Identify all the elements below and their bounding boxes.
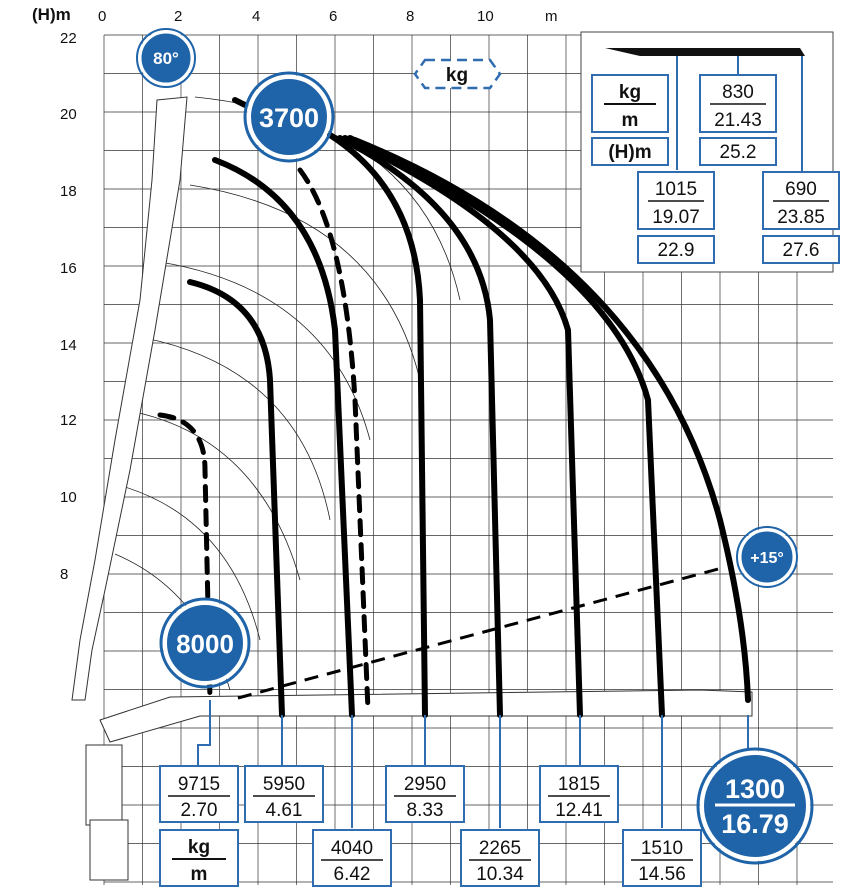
bottom-box-1510: 1510 14.56: [622, 829, 702, 887]
bottom-box-2265: 2265 10.34: [460, 829, 540, 887]
inset-boom-icon: [605, 48, 805, 56]
box-m: 2.70: [181, 800, 218, 821]
box-m: 14.56: [638, 864, 686, 885]
box-m: 4.61: [266, 800, 303, 821]
x-tick-2: 2: [174, 8, 182, 25]
box-m: 10.34: [476, 864, 524, 885]
load-curve-2_70: [157, 412, 213, 703]
inset-col1-h: 22.9: [658, 240, 695, 261]
unit-kg: kg: [188, 837, 210, 858]
max-reach-badge: 1300 16.79: [696, 747, 814, 865]
y-tick-20: 20: [60, 106, 77, 123]
bottom-box-4040: 4040 6.42: [312, 829, 392, 887]
bottom-box-5950: 5950 4.61: [244, 765, 324, 823]
box-kg: 2950: [404, 774, 446, 795]
inset-col3-m: 23.85: [777, 207, 825, 228]
x-tick-8: 8: [406, 8, 414, 25]
unit-legend-box: kg m: [159, 829, 239, 887]
bottom-box-2950: 2950 8.33: [385, 765, 465, 823]
y-tick-10: 10: [60, 489, 77, 506]
angle-15-text: +15°: [750, 550, 784, 567]
y-tick-8: 8: [60, 566, 68, 583]
min-angle-line: [237, 566, 723, 700]
x-tick-6: 6: [329, 8, 337, 25]
load-curve-6_42: [212, 157, 355, 718]
base-load-badge: 8000: [159, 597, 251, 689]
bottom-box-9715: 9715 2.70: [159, 765, 239, 823]
load-curve-12_41: [342, 135, 583, 718]
box-kg: 2265: [479, 838, 521, 859]
inset-unit-m: m: [622, 110, 639, 131]
y-tick-12: 12: [60, 412, 77, 429]
x-tick-4: 4: [252, 8, 260, 25]
x-tick-10: 10: [477, 8, 494, 25]
angle-80-badge: 80°: [136, 28, 196, 88]
inset-col2-m: 21.43: [714, 110, 762, 131]
y-axis-label: (H)m: [32, 5, 71, 24]
box-kg: 5950: [263, 774, 305, 795]
reach-arc: [124, 486, 261, 641]
connector-2_70: [197, 700, 211, 765]
box-kg: 1815: [558, 774, 600, 795]
y-tick-22: 22: [60, 30, 77, 47]
connectors: [197, 700, 749, 828]
crane-column: [85, 744, 123, 826]
inset-unit-h: (H)m: [608, 142, 651, 163]
peak-load-text: 3700: [259, 103, 319, 133]
load-curve-16_79: [232, 97, 751, 703]
angle-80-text: 80°: [153, 49, 179, 68]
x-axis-unit: m: [545, 8, 558, 25]
y-tick-14: 14: [60, 337, 77, 354]
load-curve-10_34: [337, 135, 503, 718]
load-curve-4_61: [187, 279, 285, 718]
x-tick-0: 0: [98, 8, 106, 25]
crane-boom-vertical: [71, 96, 188, 701]
load-curve-8_33: [327, 132, 428, 718]
load-curve-14_56: [347, 135, 665, 718]
box-kg: 4040: [331, 838, 373, 859]
box-kg: 9715: [178, 774, 220, 795]
inset-content: kg m (H)m 830 21.43 25.2 1015 19.07 22.9…: [591, 48, 840, 264]
max-reach-m: 16.79: [721, 809, 789, 839]
inset-col1-m: 19.07: [652, 207, 700, 228]
reach-arc: [189, 184, 421, 381]
y-tick-18: 18: [60, 183, 77, 200]
inset-col3-kg: 690: [785, 179, 817, 200]
y-tick-16: 16: [60, 260, 77, 277]
max-reach-kg: 1300: [725, 774, 785, 804]
inset-unit-kg: kg: [619, 82, 641, 103]
inset-col3-h: 27.6: [783, 240, 820, 261]
load-curves: [157, 97, 751, 718]
base-load-text: 8000: [176, 629, 234, 659]
kg-header-tag: kg: [413, 58, 502, 90]
box-m: 12.41: [555, 800, 603, 821]
inset-col2-h: 25.2: [720, 142, 757, 163]
box-m: 8.33: [407, 800, 444, 821]
unit-m: m: [191, 864, 208, 885]
kg-header-label: kg: [446, 65, 468, 86]
reach-arc: [134, 411, 301, 581]
load-curve-dashed-mid: [297, 167, 371, 713]
reach-arc: [144, 337, 331, 521]
inset-col1-kg: 1015: [655, 179, 697, 200]
bottom-box-1815: 1815 12.41: [539, 765, 619, 823]
peak-load-badge: 3700: [243, 71, 335, 163]
box-kg: 1510: [641, 838, 683, 859]
angle-15-badge: +15°: [736, 526, 798, 588]
box-m: 6.42: [334, 864, 371, 885]
inset-col2-kg: 830: [722, 82, 754, 103]
crane-base: [89, 819, 129, 881]
